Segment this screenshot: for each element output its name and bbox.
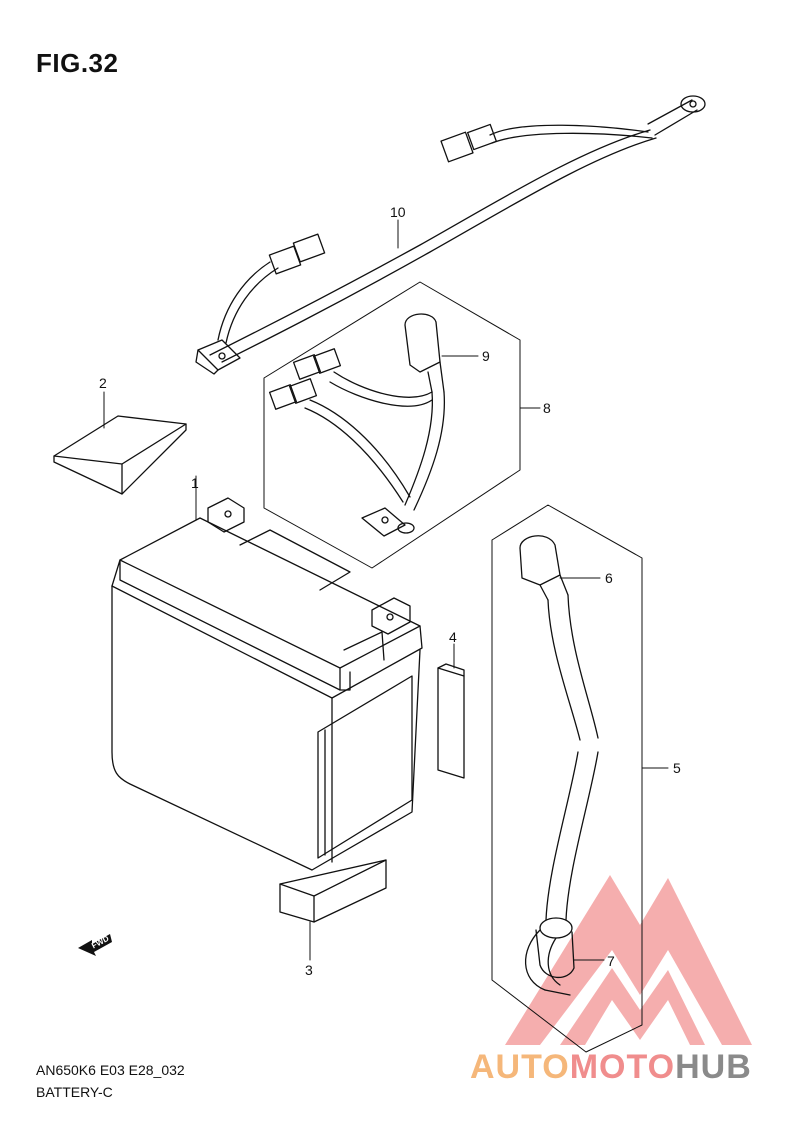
callout-4: 4 [449, 629, 457, 645]
forward-arrow-icon: FWD [78, 934, 112, 956]
callout-6: 6 [605, 570, 613, 586]
callout-3: 3 [305, 962, 313, 978]
watermark-triangle-logo [505, 875, 752, 1045]
callout-1: 1 [191, 475, 199, 491]
part-5-group-box [491, 504, 643, 1053]
callout-5: 5 [673, 760, 681, 776]
callout-2: 2 [99, 375, 107, 391]
pad-part-2 [53, 415, 187, 495]
callout-7: 7 [607, 953, 615, 969]
callout-labels: 1 2 3 4 5 6 7 8 9 10 [99, 204, 681, 978]
pad-part-4 [437, 663, 465, 779]
figure-title: FIG.32 [36, 48, 119, 78]
clip-part-7 [535, 929, 575, 979]
cable-cap-part-9 [268, 313, 446, 537]
callout-8: 8 [543, 400, 551, 416]
wiring-harness-part-10 [195, 95, 706, 375]
model-code: AN650K6 E03 E28_032 [36, 1062, 185, 1078]
leader-lines [103, 219, 669, 961]
watermark-part-hub: HUB [675, 1048, 752, 1086]
watermark-triangle-inner [585, 1000, 690, 1045]
callout-10: 10 [390, 204, 406, 220]
pad-part-3 [279, 859, 387, 923]
part-8-group-box [263, 281, 521, 569]
battery-part-1 [111, 497, 423, 871]
callout-9: 9 [482, 348, 490, 364]
section-name: BATTERY-C [36, 1084, 113, 1100]
watermark-logo: AUTOMOTOHUB [470, 1048, 752, 1087]
watermark-part-auto: AUTO [470, 1048, 570, 1086]
watermark-part-moto: MOTO [569, 1048, 676, 1086]
